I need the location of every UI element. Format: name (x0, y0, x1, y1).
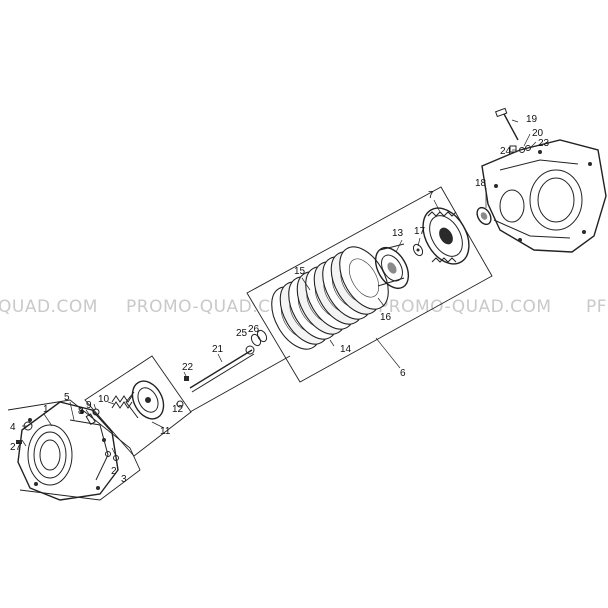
callout-22: 22 (182, 362, 194, 373)
callout-2: 2 (111, 466, 117, 477)
watermark-right: PF (586, 297, 607, 317)
pump-assembly-frame (84, 355, 192, 457)
watermark-center-left: PROMO-QUAD.COM (126, 297, 300, 317)
top-small-parts (494, 107, 531, 153)
bearing-18 (476, 206, 492, 226)
clutch-basket (422, 207, 470, 265)
callout-13: 13 (392, 228, 404, 239)
crankcase-cover (17, 401, 119, 501)
callout-7: 7 (428, 190, 434, 201)
callout-14: 14 (340, 344, 352, 355)
clutch-plate-inner (348, 258, 380, 298)
callout-20: 20 (532, 128, 544, 139)
callout-24: 24 (500, 146, 512, 157)
shaft-frame-line (189, 355, 291, 413)
callout-19: 19 (526, 114, 538, 125)
callout-10: 10 (98, 394, 110, 405)
callout-5: 5 (64, 392, 70, 403)
callout-1: 1 (43, 404, 49, 415)
washer-17 (412, 243, 424, 257)
leader-lines (21, 119, 537, 457)
callout-18: 18 (475, 178, 487, 189)
callout-23: 23 (538, 138, 550, 149)
bearing-washers (250, 329, 268, 347)
callout-4: 4 (10, 422, 16, 433)
clutch-plate-stack (271, 246, 389, 350)
spring-part (111, 395, 133, 409)
clutch-assembly-frame (246, 186, 493, 383)
callout-9: 9 (86, 400, 92, 411)
watermark-left: QUAD.COM (0, 297, 98, 317)
callout-3: 3 (121, 474, 127, 485)
clutch-hub (374, 243, 410, 289)
pump-plate (125, 380, 165, 420)
watermark-center-right: PROMO-QUAD.COM (378, 297, 552, 317)
callout-26: 26 (248, 324, 260, 335)
callout-12: 12 (172, 404, 184, 415)
callout-21: 21 (212, 344, 224, 355)
callout-labels: 1 2 3 4 5 6 7 8 9 10 11 12 13 14 15 16 1… (10, 114, 550, 485)
callout-27: 27 (10, 442, 22, 453)
callout-15: 15 (294, 266, 306, 277)
crankcase-block (481, 139, 607, 253)
callout-16: 16 (380, 312, 392, 323)
callout-8: 8 (78, 406, 84, 417)
push-rod (189, 345, 255, 393)
callout-11: 11 (160, 426, 171, 437)
callout-6: 6 (400, 368, 406, 379)
callout-17: 17 (414, 226, 426, 237)
watermark-row: QUAD.COM PROMO-QUAD.COM PROMO-QUAD.COM P… (0, 297, 607, 317)
callout-25: 25 (236, 328, 248, 339)
